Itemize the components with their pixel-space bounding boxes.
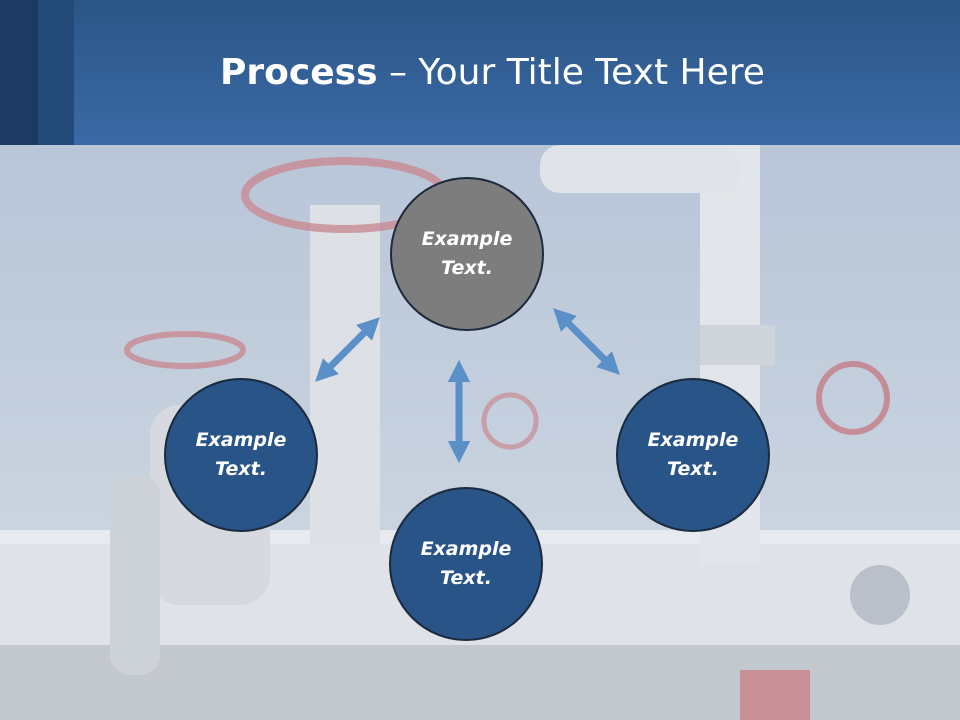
title-bold: Process xyxy=(220,52,378,93)
circle-text-line2: Text. xyxy=(440,567,492,589)
circle-text-line1: Example xyxy=(647,429,739,451)
header-accent-dark xyxy=(0,0,38,145)
circle-text-line2: Text. xyxy=(441,257,493,279)
header-accent xyxy=(38,0,74,145)
circle-text-line1: Example xyxy=(420,538,512,560)
circle-text-line2: Text. xyxy=(667,458,719,480)
slide-title: Process – Your Title Text Here xyxy=(0,52,960,93)
title-rest: – Your Title Text Here xyxy=(377,52,765,93)
circle-text-line1: Example xyxy=(421,228,513,250)
circle-text-line2: Text. xyxy=(215,458,267,480)
circle-text-line1: Example xyxy=(195,429,287,451)
title-bar: Process – Your Title Text Here xyxy=(0,0,960,145)
